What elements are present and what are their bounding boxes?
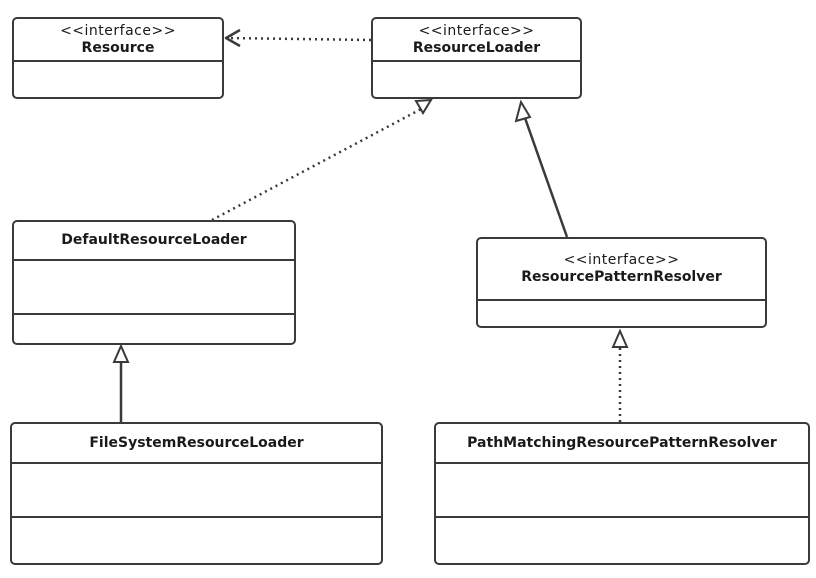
class-box-default-resource-loader: DefaultResourceLoader — [12, 220, 296, 345]
class-name: PathMatchingResourcePatternResolver — [467, 434, 777, 451]
class-name: Resource — [81, 39, 155, 56]
generalization-arrow-resolver-resourceloader — [514, 99, 569, 238]
class-header: PathMatchingResourcePatternResolver — [436, 424, 808, 464]
class-header: DefaultResourceLoader — [14, 222, 294, 261]
attributes-section — [12, 464, 381, 518]
class-header: <<interface>> ResourceLoader — [373, 19, 580, 62]
stereotype-label: <<interface>> — [60, 22, 176, 39]
methods-section — [436, 518, 808, 563]
class-header: <<interface>> Resource — [14, 19, 222, 62]
stereotype-label: <<interface>> — [418, 22, 535, 39]
class-name: ResourcePatternResolver — [521, 269, 722, 285]
attributes-section — [436, 464, 808, 518]
class-name: FileSystemResourceLoader — [89, 434, 304, 451]
stereotype-label: <<interface>> — [563, 252, 680, 268]
class-name: ResourceLoader — [412, 39, 541, 56]
class-box-resource-loader: <<interface>> ResourceLoader — [371, 17, 582, 99]
class-header: <<interface>> ResourcePatternResolver — [478, 239, 765, 301]
class-box-resource-pattern-resolver: <<interface>> ResourcePatternResolver — [476, 237, 767, 328]
class-header: FileSystemResourceLoader — [12, 424, 381, 464]
attributes-section — [478, 301, 765, 326]
class-box-file-system-resource-loader: FileSystemResourceLoader — [10, 422, 383, 565]
methods-section — [14, 315, 294, 343]
class-name: DefaultResourceLoader — [61, 232, 247, 248]
attributes-section — [373, 62, 580, 97]
realization-arrow-pathmatching-resolver — [611, 328, 629, 422]
attributes-section — [14, 62, 222, 97]
realization-arrow-default-resourceloader — [211, 98, 433, 222]
generalization-arrow-filesystem-default — [112, 343, 130, 422]
class-box-resource: <<interface>> Resource — [12, 17, 224, 99]
methods-section — [12, 518, 381, 563]
dependency-arrow-resourceloader-resource — [224, 28, 372, 48]
attributes-section — [14, 261, 294, 315]
class-box-path-matching-resource-pattern-resolver: PathMatchingResourcePatternResolver — [434, 422, 810, 565]
